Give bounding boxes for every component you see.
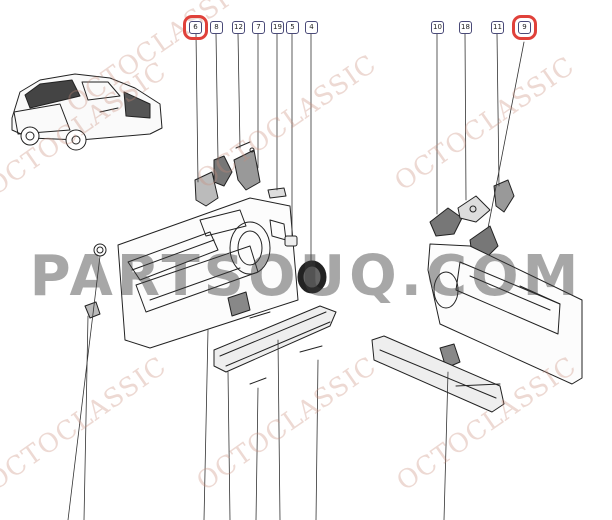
right-door-trim-panel bbox=[427, 243, 583, 385]
callout-19[interactable]: 19 bbox=[271, 21, 284, 34]
callout-5[interactable]: 5 bbox=[286, 21, 299, 34]
callout-12[interactable]: 12 bbox=[232, 21, 245, 34]
car-thumbnail bbox=[11, 73, 163, 151]
leader-lines bbox=[67, 33, 525, 520]
callout-18[interactable]: 18 bbox=[459, 21, 472, 34]
right-armrest bbox=[371, 335, 505, 413]
callout-11[interactable]: 11 bbox=[491, 21, 504, 34]
callout-7[interactable]: 7 bbox=[252, 21, 265, 34]
left-door-trim-panel bbox=[117, 197, 299, 349]
left-trim-clips bbox=[84, 141, 327, 385]
callout-9[interactable]: 9 bbox=[512, 15, 537, 40]
callout-10[interactable]: 10 bbox=[431, 21, 444, 34]
callout-4[interactable]: 4 bbox=[305, 21, 318, 34]
callout-6[interactable]: 6 bbox=[183, 15, 208, 40]
callout-8[interactable]: 8 bbox=[210, 21, 223, 34]
